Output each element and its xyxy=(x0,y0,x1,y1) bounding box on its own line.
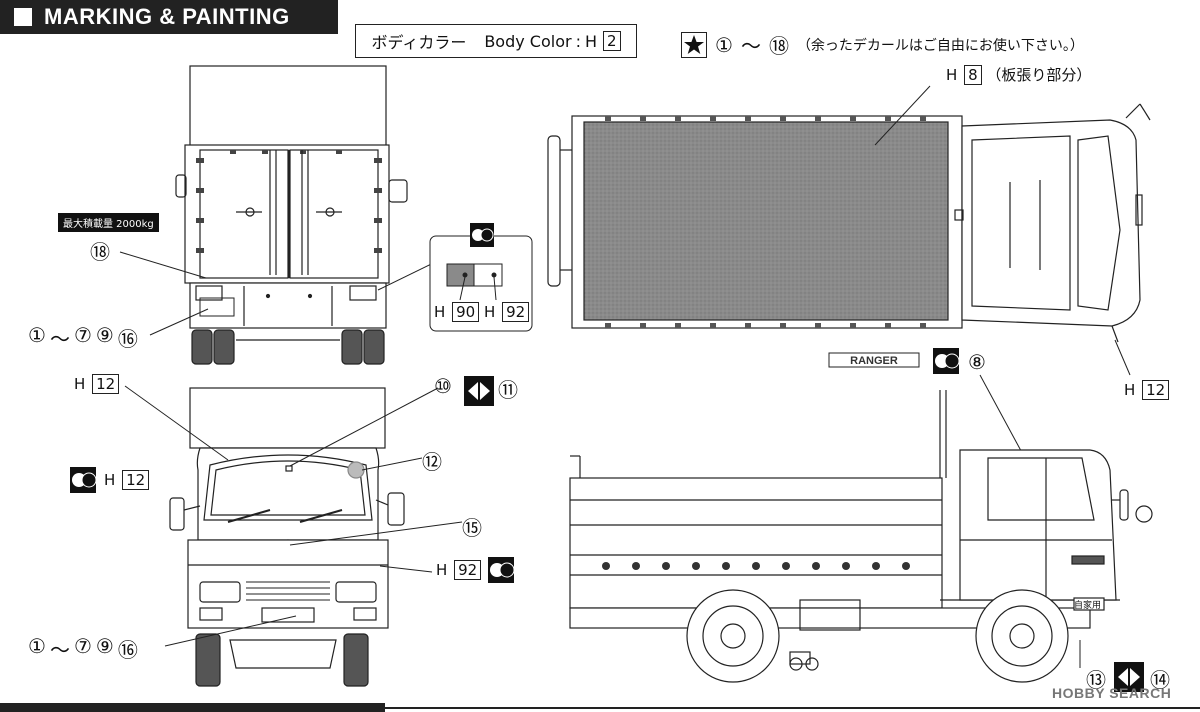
mix-color-icon xyxy=(933,348,960,374)
callout-12: ⑫ xyxy=(422,450,442,474)
cab-color-label: H 12 xyxy=(1124,380,1170,400)
callout-15: ⑮ xyxy=(462,516,482,540)
side-view xyxy=(569,390,1153,683)
front-h12-label: H 12 xyxy=(74,374,120,394)
arrow-direction-icon xyxy=(1114,662,1144,692)
color-prefix: H xyxy=(484,303,496,321)
mix-color-icon xyxy=(70,467,97,493)
body-color-prefix: H xyxy=(584,31,597,51)
lamp-left-code: H 90 xyxy=(434,302,480,322)
watermark: HOBBY SEARCH xyxy=(1052,685,1172,701)
body-color-colon: : xyxy=(575,31,581,51)
callout-10: ⑩ xyxy=(434,374,452,398)
ranger-decal-text: RANGER xyxy=(850,355,898,367)
lamp-right-code: H 92 xyxy=(484,302,530,322)
door-plate-text: 自家用 xyxy=(1074,601,1102,611)
deck-note: （板張り部分） xyxy=(986,66,1092,84)
callout-7: ⑦ xyxy=(73,634,92,658)
callout-9: ⑨ xyxy=(95,634,114,658)
front-decal-callout: ① 〜 ⑦ ⑨ ⑯ xyxy=(28,634,138,663)
callout-18: ⑱ xyxy=(90,240,110,264)
section-header: MARKING & PAINTING xyxy=(0,0,338,34)
body-color-box: ボディカラー Body Color : H 2 xyxy=(355,24,637,58)
rear-decal-callout: ① 〜 ⑦ ⑨ ⑯ xyxy=(28,323,138,352)
color-number: 12 xyxy=(92,374,120,394)
arrow-direction-icon xyxy=(464,376,494,406)
color-prefix: H xyxy=(1124,381,1136,399)
callout-11: ⑪ xyxy=(498,378,518,402)
color-prefix: H xyxy=(104,471,116,489)
decal-range-tilde: 〜 xyxy=(740,34,761,58)
color-number: 92 xyxy=(454,560,482,580)
callout-tilde: 〜 xyxy=(49,327,70,351)
callout-16: ⑯ xyxy=(117,327,138,351)
decal-range-end: ⑱ xyxy=(768,34,789,58)
callout-9: ⑨ xyxy=(95,323,114,347)
front-view xyxy=(169,387,405,687)
callout-8: ⑧ xyxy=(968,350,986,374)
decal-note-text: （余ったデカールはご自由にお使い下さい。） xyxy=(796,37,1084,54)
callout-1: ① xyxy=(28,323,46,347)
color-prefix: H xyxy=(74,375,86,393)
deck-color-label: H 8 （板張り部分） xyxy=(946,64,1091,85)
callout-tilde: 〜 xyxy=(49,638,70,662)
color-number: 12 xyxy=(122,470,150,490)
callout-13: ⑬ xyxy=(1086,668,1106,692)
ranger-decal xyxy=(828,352,920,368)
mix-color-icon xyxy=(470,223,494,247)
color-prefix: H xyxy=(434,303,446,321)
decal-note: ① 〜 ⑱ （余ったデカールはご自由にお使い下さい。） xyxy=(681,30,1084,59)
section-title: MARKING & PAINTING xyxy=(44,4,290,29)
mix-color-icon xyxy=(488,557,515,583)
top-view xyxy=(547,103,1151,343)
body-color-number: 2 xyxy=(603,31,621,51)
mirror-color-label: H 12 xyxy=(104,470,150,490)
star-decal-icon xyxy=(681,31,707,58)
callout-14: ⑭ xyxy=(1150,668,1170,692)
square-bullet-icon xyxy=(14,8,32,26)
callout-16: ⑯ xyxy=(117,638,138,662)
capacity-label: 最大積載量 2000kg xyxy=(58,213,159,232)
rear-view xyxy=(175,65,408,365)
body-color-en: Body Color xyxy=(484,31,572,51)
callout-7: ⑦ xyxy=(73,323,92,347)
grille-color-label: H 92 xyxy=(436,560,482,580)
color-number: 92 xyxy=(502,302,530,322)
color-number: 90 xyxy=(452,302,480,322)
color-prefix: H xyxy=(946,66,958,84)
color-number: 12 xyxy=(1142,380,1170,400)
decal-range-start: ① xyxy=(715,32,733,57)
color-prefix: H xyxy=(436,561,448,579)
callout-1: ① xyxy=(28,634,46,658)
color-number: 8 xyxy=(964,65,982,85)
divider xyxy=(385,707,1200,709)
body-color-jp: ボディカラー xyxy=(371,33,467,52)
next-section-bar xyxy=(0,703,385,712)
